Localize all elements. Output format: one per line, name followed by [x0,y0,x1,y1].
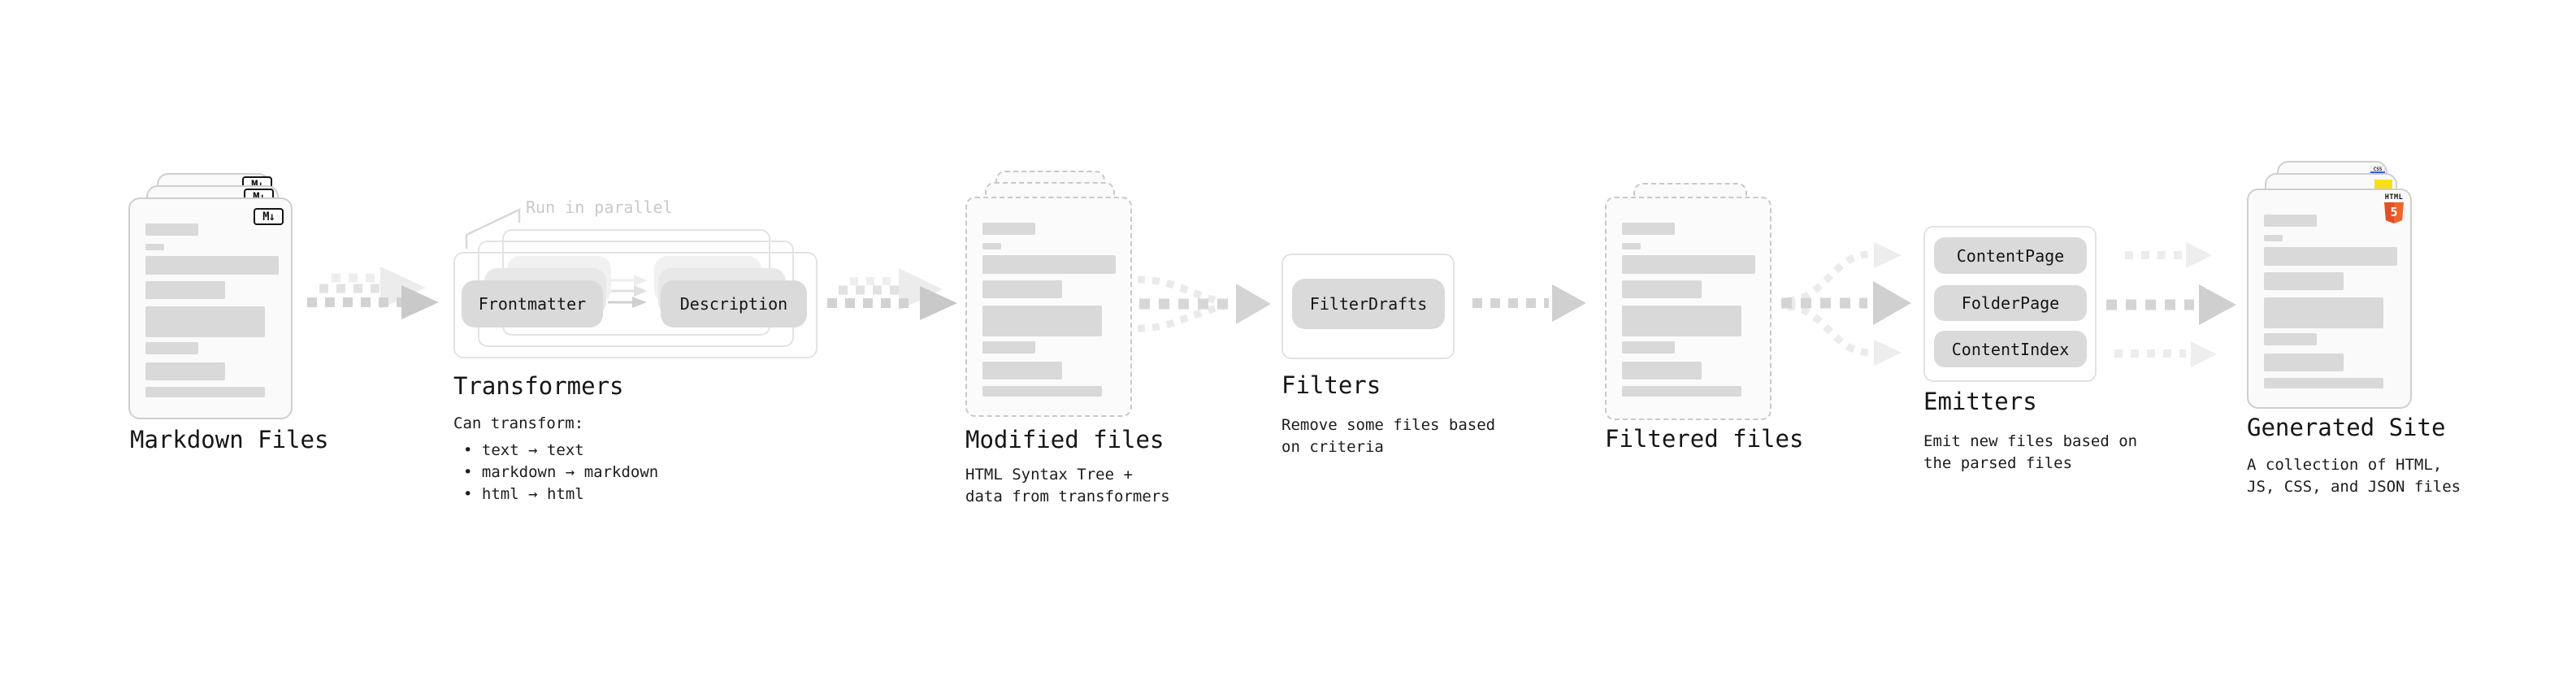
skeleton-bar [982,306,1102,336]
run-in-parallel-note: Run in parallel [526,197,673,217]
markdown-files-title: Markdown Files [130,426,329,453]
arrow-markdown-to-transformers [307,267,439,319]
skeleton-bar [982,255,1116,274]
skeleton-bar [1622,280,1702,298]
skeleton-bar [2264,354,2344,371]
generated-site-title: Generated Site [2247,414,2446,441]
description-node: Description [661,280,807,327]
skeleton-bar [2264,378,2383,388]
modified-file-card [965,197,1132,417]
skeleton-bar [982,362,1062,380]
contentpage-node: ContentPage [1934,237,2087,274]
skeleton-bar [1622,306,1741,336]
transformers-bullet: • html → html [463,485,584,503]
contentindex-node: ContentIndex [1934,331,2087,367]
filters-description: Remove some files based on criteria [1281,414,1495,458]
site-file-card: HTML 5 [2247,189,2412,409]
javascript-icon [2374,180,2392,189]
filtered-files-title: Filtered files [1605,425,1804,453]
html5-icon: HTML 5 [2383,194,2405,223]
markdown-file-card: M↓ [128,197,293,419]
transformers-desc-title: Can transform: [453,414,584,432]
skeleton-bar [145,387,265,397]
emitters-description: Emit new files based on the parsed files [1923,431,2137,475]
emitters-title: Emitters [1923,388,2037,415]
transformers-bullet: • text → text [463,441,584,459]
skeleton-bar [2264,272,2344,290]
css-icon-bar [2370,171,2385,174]
frontmatter-node: Frontmatter [462,280,603,327]
skeleton-bar [2264,235,2283,241]
skeleton-bar [145,362,225,380]
skeleton-bar [982,243,1001,249]
skeleton-bar [982,386,1102,397]
filters-desc-line: Remove some files based [1281,416,1496,434]
markdown-icon: M↓ [254,208,284,225]
skeleton-bar [1622,362,1702,380]
html5-icon-shield: 5 [2384,202,2404,223]
arrow-filters-to-filtered [1472,284,1586,322]
filters-desc-line: on criteria [1281,438,1384,456]
skeleton-bar [1622,223,1675,235]
transformers-bullet: • markdown → markdown [463,463,659,481]
modified-desc-line: data from transformers [965,488,1170,505]
emitters-desc-line: the parsed files [1923,454,2073,472]
emitters-desc-line: Emit new files based on [1923,432,2138,450]
skeleton-bar [2264,297,2383,328]
emitters-box [1923,226,2097,382]
skeleton-bar [1622,255,1755,274]
modified-files-title: Modified files [965,426,1164,453]
arrow-emitters-to-site [2106,242,2236,367]
skeleton-bar [145,256,279,275]
skeleton-bar [145,306,265,337]
filtered-file-card [1605,197,1772,420]
skeleton-bar [982,280,1062,298]
arrow-transformers-to-modified [827,268,957,320]
skeleton-bar [982,341,1035,354]
skeleton-bar [145,281,225,299]
arrow-modified-to-filters [1137,275,1271,332]
folderpage-node: FolderPage [1934,285,2087,321]
skeleton-bar [1622,341,1675,354]
skeleton-bar [145,342,198,354]
skeleton-bar [145,244,164,250]
modified-desc-line: HTML Syntax Tree + [965,466,1133,484]
generated-site-description: A collection of HTML, JS, CSS, and JSON … [2247,454,2461,498]
transformer-box-front [453,252,817,358]
html5-icon-word: HTML [2384,193,2404,202]
transformers-title: Transformers [453,372,624,400]
skeleton-bar [1622,243,1641,249]
css-icon: CSS [2370,166,2385,174]
skeleton-bar [2264,247,2397,266]
modified-files-description: HTML Syntax Tree + data from transformer… [965,464,1170,508]
arrow-filtered-to-emitters [1781,242,1911,366]
skeleton-bar [2264,215,2317,227]
filterdrafts-node: FilterDrafts [1292,279,1445,329]
transformers-description: Can transform: • text → text • markdown … [453,413,658,505]
skeleton-bar [1622,386,1741,397]
site-desc-line: JS, CSS, and JSON files [2247,478,2461,496]
css-icon-label: CSS [2370,166,2385,172]
skeleton-bar [2264,333,2317,345]
site-desc-line: A collection of HTML, [2247,456,2443,474]
skeleton-bar [982,223,1035,235]
filters-title: Filters [1281,371,1381,399]
filters-box [1281,254,1455,359]
skeleton-bar [145,223,198,236]
